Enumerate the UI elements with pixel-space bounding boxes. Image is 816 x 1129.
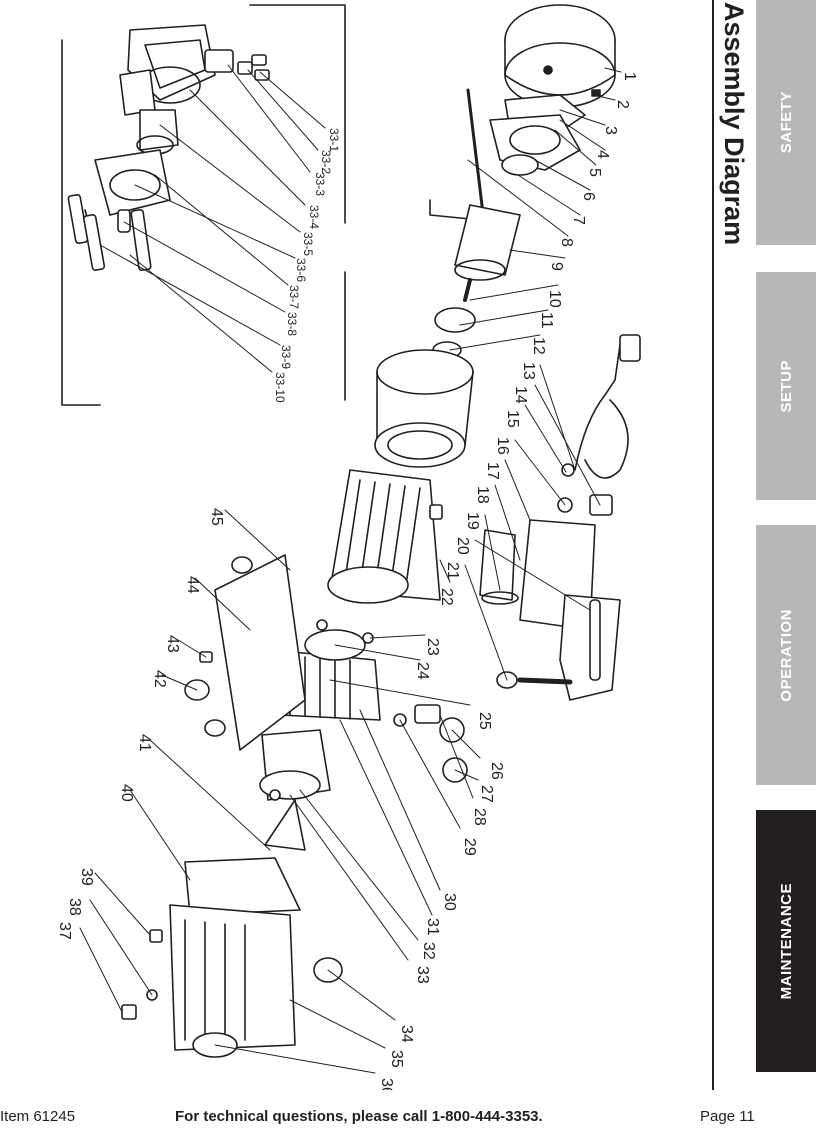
switch-parts xyxy=(479,463,621,701)
callout-3: 3 xyxy=(602,126,619,135)
callout-45: 45 xyxy=(208,508,225,526)
callout-44: 44 xyxy=(184,576,201,594)
callout-36: 36 xyxy=(378,1078,395,1090)
callout-29: 29 xyxy=(461,838,478,856)
callout-20: 20 xyxy=(454,537,471,555)
callout-24: 24 xyxy=(414,662,431,680)
cylinder-head xyxy=(259,729,331,801)
callout-25: 25 xyxy=(476,712,493,730)
callout-sub-33-4: 33-4 xyxy=(307,205,321,229)
callout-40: 40 xyxy=(118,784,135,802)
callout-5: 5 xyxy=(586,168,603,177)
callout-33: 33 xyxy=(414,966,431,984)
rotor-assembly xyxy=(432,204,521,359)
callout-sub-33-2: 33-2 xyxy=(319,150,333,174)
air-filter xyxy=(184,799,306,916)
tab-setup[interactable]: SETUP xyxy=(756,272,816,500)
callout-6: 6 xyxy=(580,192,597,201)
callout-22: 22 xyxy=(438,588,455,606)
callout-23: 23 xyxy=(424,638,441,656)
stator xyxy=(374,349,474,468)
pump-subassembly xyxy=(67,24,270,271)
callout-39: 39 xyxy=(78,868,95,886)
callout-8: 8 xyxy=(558,238,575,247)
tech-support-line: For technical questions, please call 1-8… xyxy=(175,1108,543,1125)
callout-sub-33-6: 33-6 xyxy=(294,258,308,282)
callout-11: 11 xyxy=(538,312,555,329)
callout-31: 31 xyxy=(424,918,441,936)
callout-14: 14 xyxy=(512,386,529,404)
callout-sub-33-8: 33-8 xyxy=(285,312,299,336)
callout-13: 13 xyxy=(520,362,537,380)
callout-sub-33-1: 33-1 xyxy=(327,128,341,152)
callout-16: 16 xyxy=(494,437,511,455)
callout-1: 1 xyxy=(621,72,638,81)
callout-15: 15 xyxy=(504,410,521,428)
callout-42: 42 xyxy=(151,670,168,688)
callout-26: 26 xyxy=(488,762,505,780)
callout-sub-33-7: 33-7 xyxy=(287,285,301,309)
tab-maintenance[interactable]: MAINTENANCE xyxy=(756,810,816,1072)
tab-safety[interactable]: SAFETY xyxy=(756,0,816,245)
callout-19: 19 xyxy=(464,512,481,530)
page-heading: Assembly Diagram xyxy=(719,2,749,246)
callout-10: 10 xyxy=(546,290,563,308)
callout-7: 7 xyxy=(570,216,587,225)
callout-sub-33-5: 33-5 xyxy=(301,232,315,256)
callout-sub-33-9: 33-9 xyxy=(279,345,293,369)
page-footer: Item 61245 For technical questions, plea… xyxy=(0,1108,816,1128)
callout-27: 27 xyxy=(478,785,495,803)
callout-sub-33-3: 33-3 xyxy=(313,172,327,196)
power-cord xyxy=(574,334,641,479)
tab-operation[interactable]: OPERATION xyxy=(756,525,816,785)
item-number: Item 61245 xyxy=(0,1108,76,1125)
callout-2: 2 xyxy=(614,100,631,109)
callout-12: 12 xyxy=(530,337,547,355)
callout-37: 37 xyxy=(56,922,73,940)
callout-38: 38 xyxy=(66,898,83,916)
callout-sub-33-10: 33-10 xyxy=(273,372,287,403)
base-plate xyxy=(184,554,306,751)
motor-end-parts xyxy=(429,4,616,232)
callout-18: 18 xyxy=(474,486,491,504)
motor-housing xyxy=(327,469,443,604)
callout-32: 32 xyxy=(420,942,437,960)
callout-4: 4 xyxy=(594,150,611,159)
cover-assembly xyxy=(121,904,343,1058)
callout-9: 9 xyxy=(548,262,565,271)
callout-35: 35 xyxy=(388,1050,405,1068)
page-number: Page 11 xyxy=(700,1108,755,1125)
callout-21: 21 xyxy=(444,562,461,580)
vertical-rule xyxy=(712,0,714,1090)
callout-30: 30 xyxy=(441,893,458,911)
callout-43: 43 xyxy=(164,635,181,653)
callout-41: 41 xyxy=(136,734,153,752)
callout-28: 28 xyxy=(471,808,488,826)
assembly-diagram: 1234567891011121314151617181920212223242… xyxy=(56,4,641,1090)
callout-34: 34 xyxy=(398,1025,415,1043)
callout-17: 17 xyxy=(484,462,501,480)
